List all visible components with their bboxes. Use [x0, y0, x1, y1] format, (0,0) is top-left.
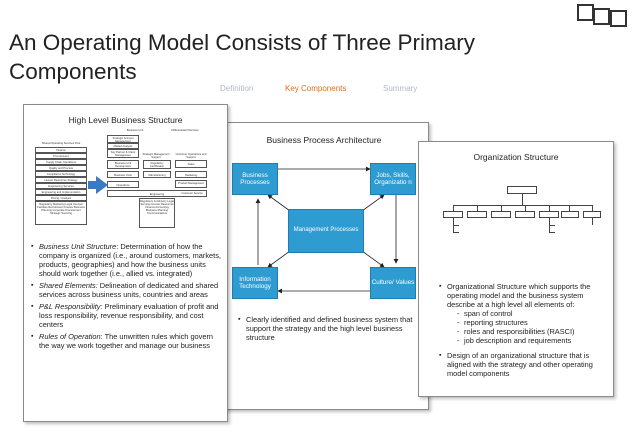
- nav-key-components[interactable]: Key Components: [285, 84, 347, 93]
- business-structure-chart: Shared Operating Services Pool Finance P…: [35, 129, 225, 229]
- mini-col-b-item: Regulatory Certification: [149, 162, 165, 168]
- structure-bullet: Shared Elements: Delineation of dedicate…: [31, 281, 223, 299]
- org-sub-list: span of control reporting structures rol…: [447, 309, 609, 345]
- page-title: An Operating Model Consists of Three Pri…: [9, 30, 476, 84]
- mini-col-a-item: Business Units: [114, 174, 132, 177]
- mini-left-item: Compliance Technology: [46, 173, 76, 176]
- nav-definition[interactable]: Definition: [220, 84, 254, 93]
- mini-left-item: Procurement: [53, 155, 69, 158]
- org-sub-item: span of control: [457, 309, 609, 318]
- mini-col-a-item: Key Partner & Client Management: [110, 151, 136, 157]
- management-processes-box: Management Processes: [288, 209, 364, 253]
- mini-bottom-items: Regulatory & Advisory Legal Services Hum…: [140, 200, 174, 215]
- process-bullets: Clearly identified and defined business …: [238, 315, 420, 345]
- information-technology-box: Information Technology: [232, 267, 278, 299]
- mini-left-title: Shared Operating Services Pool: [41, 142, 81, 145]
- mini-col-b-item: Manufacturing: [148, 174, 166, 177]
- structure-bullet: P&L Responsibility: Preliminary evaluati…: [31, 302, 223, 329]
- mini-left-item: Regulatory Marketing Legal Counsel Facil…: [37, 203, 85, 215]
- mini-col-b-item: Engineering: [149, 193, 165, 196]
- mini-col-c-item: Sales: [187, 163, 195, 166]
- mini-left-item: Human Resources Strategy: [44, 179, 78, 182]
- structure-bullet: Rules of Operation: The unwritten rules …: [31, 332, 223, 350]
- blue-arrow-tail: [88, 181, 97, 189]
- mini-left-item: Finance: [56, 149, 66, 152]
- mini-left-item: Quality and Process: [48, 167, 74, 170]
- process-arrows: [255, 166, 399, 294]
- mini-col-c-title: Customer Operations and Support: [175, 153, 207, 159]
- blue-arrow-icon: [96, 176, 108, 194]
- org-bullet-1: Organizational Structure which supports …: [439, 282, 609, 345]
- jobs-skills-box: Jobs, Skills, Organizatio n: [370, 163, 416, 195]
- business-process-card: Business Process Architecture Business P…: [219, 122, 429, 410]
- mini-col-a-item: Business Unit Development: [114, 162, 132, 168]
- mini-left-item: Engineering and Implementation: [41, 191, 81, 194]
- org-chart: [443, 186, 601, 246]
- culture-values-box: Culture/ Values: [370, 267, 416, 299]
- card-title: Organization Structure: [473, 152, 559, 162]
- mini-left-item: Supply Chain Operations: [46, 161, 76, 164]
- organization-structure-card: Organization Structure Organizational St…: [418, 141, 614, 397]
- mini-col-c-item: Marketing: [185, 174, 197, 177]
- brand-logo-icon: [577, 4, 633, 27]
- mini-top-right-label: Differentiated Services: [171, 129, 199, 132]
- mini-top-label: Business Unit: [126, 129, 144, 132]
- mini-col-b-title: Strategic Management Support: [142, 153, 170, 159]
- org-sub-item: roles and responsibilities (RASCI): [457, 327, 609, 336]
- org-bullet-2: Design of an organizational structure th…: [439, 351, 609, 378]
- org-sub-item: job description and requirements: [457, 336, 609, 345]
- org-sub-item: reporting structures: [457, 318, 609, 327]
- structure-bullets: Business Unit Structure: Determination o…: [31, 242, 223, 353]
- mini-col-a-item: Operations: [116, 184, 130, 187]
- mini-left-item: Pricing / Analysis: [50, 197, 72, 200]
- mini-col-c-item: Customer Service: [181, 192, 203, 195]
- card-title: High Level Business Structure: [68, 115, 183, 125]
- process-bullet: Clearly identified and defined business …: [238, 315, 420, 342]
- mini-col-a-item: Strategic Account Management: [112, 137, 134, 143]
- mini-left-item: Engineering Services: [48, 185, 74, 188]
- card-title: Business Process Architecture: [266, 135, 382, 145]
- structure-bullet: Business Unit Structure: Determination o…: [31, 242, 223, 278]
- mini-col-a-item: Market Analysis: [113, 145, 133, 148]
- nav-summary[interactable]: Summary: [383, 84, 418, 93]
- mini-col-c-item: Product Management: [178, 182, 204, 185]
- org-bullets: Organizational Structure which supports …: [439, 282, 609, 381]
- business-processes-box: Business Processes: [232, 163, 278, 195]
